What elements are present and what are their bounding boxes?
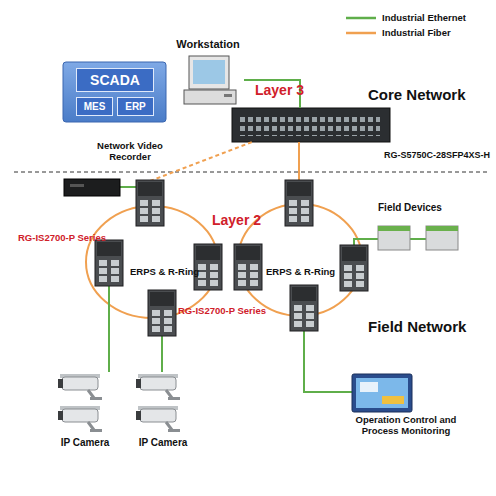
field-devices: Field Devices [368,202,480,256]
software-panel [63,62,166,122]
legend-line [346,17,376,20]
software-box: SCADA [76,68,154,92]
node-label: ERP [125,101,146,112]
switch-ports [240,116,380,136]
camera-icon [136,374,180,400]
node-label: Field Devices [378,202,442,213]
protocol-label: ERPS & R-Ring [130,266,199,277]
fiber-link [298,142,300,181]
ip-camera: IP Camera [124,366,202,448]
network-divider [14,172,490,173]
ring-switch [290,285,318,331]
legend-text: Industrial Ethernet [382,12,466,23]
ring-switch [285,180,313,226]
camera-icon [136,406,180,432]
ring-switch [136,180,164,226]
node-label: SCADA [90,72,140,88]
hmi-widget [360,382,378,392]
screen [193,60,225,84]
ip-camera: IP Camera [46,366,124,448]
node-label: RG-S5750C-28SFP4XS-H [384,150,490,160]
camera-icon [58,406,102,432]
ring-switch [340,245,368,291]
pc-tower [184,90,236,104]
software-box: ERP [117,97,154,116]
node-label: Network Video Recorder [92,140,168,162]
plc-strip [378,226,410,231]
workstation: Workstation [172,38,244,108]
camera-icon [58,374,102,400]
operator-station: Operation Control and Process Monitoring [320,370,492,446]
zone-title: Field Network [368,318,466,335]
legend-line [346,32,376,35]
nvr-device [64,179,120,196]
hmi-screen [356,378,408,408]
fiber-link [150,142,252,181]
ethernet-wire [161,336,163,372]
plc-device [426,226,458,250]
node-label: MES [84,101,106,112]
ring-switch [95,240,123,286]
core-switch: RG-S5750C-28SFP4XS-H [232,108,494,160]
node-label: Operation Control and Process Monitoring [342,414,470,436]
ethernet-wire [304,331,352,392]
video-recorder: Network Video Recorder [60,140,178,198]
software-box: MES [76,97,113,116]
series-label: RG-IS2700-P Series [18,232,106,243]
drive-slot [224,94,232,97]
ethernet-wire [120,186,136,188]
hmi-widget [382,396,404,404]
ring-switch [234,244,262,290]
node-label: IP Camera [124,437,202,448]
layer-label: Layer 2 [212,212,261,228]
protocol-label: ERPS & R-Ring [266,266,335,277]
ethernet-wire [108,286,110,372]
node-label: IP Camera [46,437,124,448]
plc-device [378,226,410,250]
hmi-panel [352,374,412,412]
layer-label: Layer 3 [255,82,304,98]
series-label: RG-IS2700-P Series [178,305,266,316]
ethernet-wire [410,238,426,240]
core-switch [232,108,390,142]
nvr-slot [70,184,84,187]
monitor [189,56,229,89]
plc-strip [426,226,458,231]
legend-text: Industrial Fiber [382,27,451,38]
node-label: Workstation [172,38,244,50]
zone-title: Core Network [368,86,466,103]
ring-switch [148,290,176,336]
ethernet-wire [354,239,378,245]
